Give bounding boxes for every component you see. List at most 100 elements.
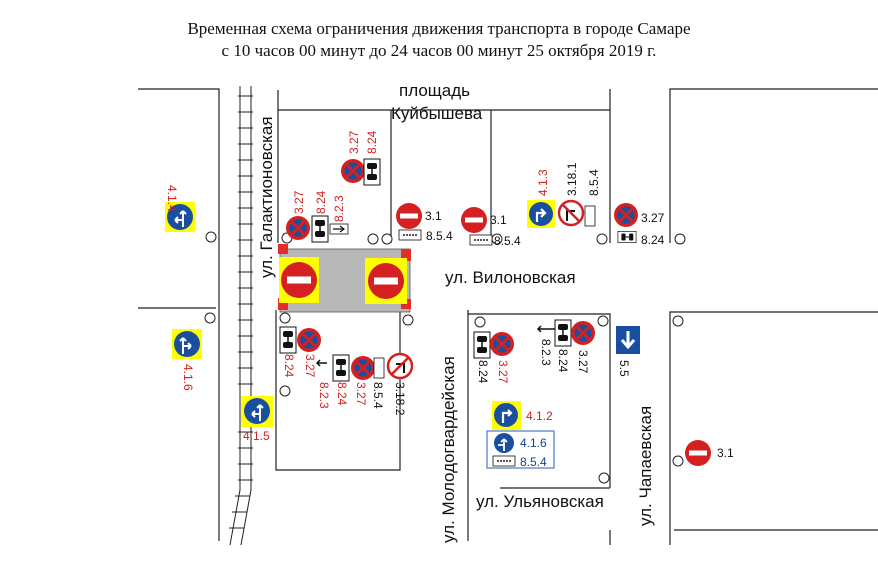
time-plate <box>469 234 493 246</box>
code-3-1: 3.1 <box>717 446 734 460</box>
sign-group-4-1-6-highlight: 4.1.6 8.5.4 <box>486 430 555 469</box>
no-stopping-sign <box>284 214 312 242</box>
time-plate <box>373 357 385 379</box>
code-8-24: 8.24 <box>641 233 665 247</box>
code-8-24: 8.24 <box>282 354 296 378</box>
sign-group-3-18-2: 3.18.2 <box>386 352 414 416</box>
sign-group-sw-left: 8.24 3.27 <box>279 326 323 378</box>
block-outline <box>275 310 401 471</box>
code-8-2-3: 8.2.3 <box>332 195 346 222</box>
no-entry-sign <box>461 207 487 233</box>
sign-group-4-1-4: 4.1.4 <box>165 185 195 232</box>
sign-group-5-5: 5.5 <box>616 326 640 377</box>
code-3-27: 3.27 <box>347 130 361 154</box>
code-8-24: 8.24 <box>476 360 490 384</box>
code-4-1-6: 4.1.6 <box>520 436 547 450</box>
code-4-1-6: 4.1.6 <box>181 364 195 391</box>
street-galaktionovskaya: ул. Галактионовская <box>257 116 276 278</box>
sign-group-3-1-b: 3.1 8.5.4 <box>461 207 521 248</box>
code-8-5-4: 8.5.4 <box>371 382 385 409</box>
corner-marker <box>279 385 291 397</box>
code-4-1-4: 4.1.4 <box>165 185 179 212</box>
closed-road-section <box>278 244 411 313</box>
code-8-5-4: 8.5.4 <box>426 229 453 243</box>
barrier-block <box>278 244 288 254</box>
code-3-27: 3.27 <box>354 382 368 406</box>
no-entry-sign <box>396 203 422 229</box>
corner-marker <box>674 233 686 245</box>
code-8-5-4: 8.5.4 <box>494 234 521 248</box>
sign-group-se-left: 8.24 3.27 <box>473 330 516 384</box>
no-stopping-sign <box>339 157 367 185</box>
code-3-27: 3.27 <box>303 354 317 378</box>
code-8-24: 8.24 <box>365 130 379 154</box>
square-label-line2: Куйбышева <box>391 104 483 123</box>
block-outline <box>138 88 220 541</box>
no-stopping-sign <box>295 326 323 354</box>
sign-group-3-18-1: 3.18.1 8.5.4 <box>557 162 601 227</box>
code-3-27: 3.27 <box>641 211 665 225</box>
direction-plate-8-2-3 <box>329 223 349 235</box>
no-stopping-sign <box>488 330 516 358</box>
straight-left-sign <box>167 204 193 230</box>
barrier-block <box>278 298 288 310</box>
corner-marker <box>596 233 608 245</box>
sign-group-4-1-6-west: 4.1.6 <box>172 329 202 391</box>
title-line-2: с 10 часов 00 минут до 24 часов 00 минут… <box>221 41 657 60</box>
code-8-2-3: 8.2.3 <box>539 339 553 366</box>
code-3-1: 3.1 <box>425 209 442 223</box>
straight-right-sign <box>174 331 200 357</box>
code-3-27: 3.27 <box>576 350 590 374</box>
code-8-2-3: 8.2.3 <box>317 382 331 409</box>
sign-group-4-1-3: 4.1.3 <box>527 169 555 228</box>
corner-marker <box>381 233 393 245</box>
corner-marker <box>367 233 379 245</box>
code-8-24: 8.24 <box>556 349 570 373</box>
street-ulyanovskaya: ул. Ульяновская <box>476 492 604 511</box>
block-outline <box>669 311 878 545</box>
street-vilonovskaya: ул. Вилоновская <box>445 268 576 287</box>
tow-truck-plate <box>554 319 572 347</box>
street-molodogvardeyskaya: ул. Молодогвардейская <box>439 356 458 543</box>
straight-left-sign <box>244 398 270 424</box>
code-8-24: 8.24 <box>314 190 328 214</box>
block-outline <box>669 88 878 243</box>
sign-group-4-1-2: 4.1.2 <box>492 401 553 430</box>
sign-group-ne-3-27: 3.27 8.24 <box>612 201 665 247</box>
code-8-24: 8.24 <box>335 382 349 406</box>
no-entry-sign-right <box>365 258 407 304</box>
no-entry-sign-left <box>279 257 319 303</box>
no-stopping-sign <box>349 354 377 382</box>
tow-truck-plate <box>311 215 329 243</box>
corner-marker <box>672 315 684 327</box>
corner-marker <box>402 314 414 326</box>
barrier-block <box>401 249 411 261</box>
time-plate <box>584 205 596 227</box>
no-entry-sign <box>685 440 711 466</box>
code-3-27: 3.27 <box>496 360 510 384</box>
sign-group-nw-top: 3.27 8.24 <box>339 130 381 186</box>
direction-arrow-left <box>536 325 555 333</box>
turn-right-sign <box>494 403 518 427</box>
corner-marker <box>204 312 216 324</box>
tram-track <box>229 86 253 546</box>
code-4-1-5: 4.1.5 <box>243 429 270 443</box>
city-blocks <box>138 88 878 545</box>
street-chapaevskaya: ул. Чапаевская <box>636 406 655 526</box>
code-4-1-3: 4.1.3 <box>536 169 550 196</box>
sign-group-3-1-a: 3.1 8.5.4 <box>396 203 453 243</box>
direction-arrow-left <box>315 359 327 367</box>
corner-marker <box>597 315 609 327</box>
sign-group-sw-middle: 8.24 8.2.3 3.27 8.5.4 <box>315 354 385 409</box>
no-stopping-sign <box>569 319 597 347</box>
corner-marker <box>279 312 291 324</box>
time-plate <box>492 455 516 467</box>
corner-marker <box>598 472 610 484</box>
tow-truck-plate <box>363 158 381 186</box>
corner-markers <box>204 231 686 484</box>
square-label-line1: площадь <box>399 81 470 100</box>
map-title: Временная схема ограничения движения тра… <box>0 18 878 62</box>
tow-truck-plate <box>617 230 637 244</box>
sign-group-3-1-east: 3.1 <box>685 440 734 466</box>
